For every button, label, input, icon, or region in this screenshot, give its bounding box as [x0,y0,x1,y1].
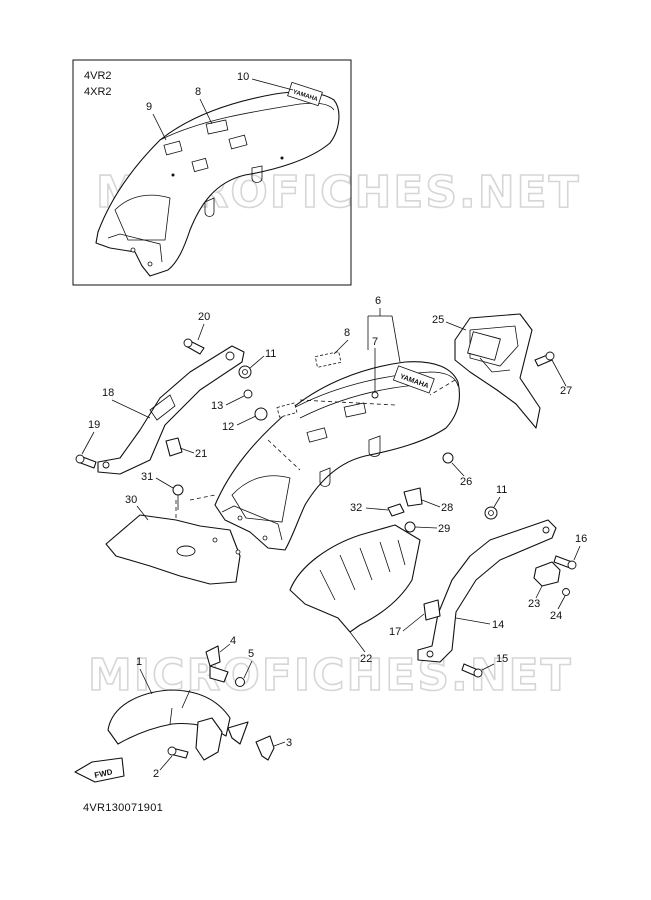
nut-5 [235,677,245,687]
callout-19: 19 [88,419,100,431]
bracket-21 [165,437,183,457]
callout-29: 29 [438,523,450,535]
callout-25: 25 [432,314,444,326]
nut-26 [442,452,454,464]
bolt-20 [183,338,205,355]
callout-32: 32 [350,502,362,514]
callout-13: 13 [211,400,223,412]
callout-5: 5 [248,648,254,660]
callout-labels: 6 7 8 25 27 20 11 18 13 12 19 21 31 30 2… [81,295,587,780]
bolt-29 [404,521,416,533]
callout-8: 8 [344,327,350,339]
callout-27: 27 [560,385,572,397]
collar-11-left [238,365,252,379]
inset-model-1: 4VR2 [84,70,112,82]
callout-11-left: 11 [265,348,276,360]
callout-11-right: 11 [496,484,507,496]
callout-10-inset: 10 [237,71,249,83]
inset-rear-fender: YAMAHA [95,81,340,277]
front-fender [107,689,249,761]
callout-30: 30 [125,494,137,506]
callout-28: 28 [441,502,453,514]
screw-24 [562,588,570,596]
callout-21: 21 [195,448,207,460]
bolt-19 [75,454,97,469]
tail-light-guide [429,379,456,396]
left-fender-stay [97,345,245,475]
callout-16: 16 [575,533,587,545]
mud-flap [289,524,421,633]
callout-6: 6 [375,295,381,307]
callout-17: 17 [389,626,401,638]
diagram-code: 4VR130071901 [83,802,164,814]
screw-31 [172,484,184,510]
front-fender-bracket-4 [205,645,229,683]
callout-4: 4 [230,635,236,647]
callout-15: 15 [496,653,508,665]
plate-guide [175,494,216,518]
callout-14: 14 [492,619,504,631]
bolt-27 [534,351,555,367]
callout-23: 23 [528,598,540,610]
washer-13 [243,389,253,399]
callout-18: 18 [102,387,114,399]
bolt-16 [553,555,577,570]
callout-1: 1 [136,656,142,668]
inset-variant-box: 4VR2 4XR2 YAMAHA 9 8 10 [72,59,352,286]
fwd-label: FWD [94,767,114,780]
callout-7: 7 [372,336,378,348]
callout-22: 22 [360,653,372,665]
reflector-23 [533,561,561,587]
bracket-17 [423,599,441,621]
grommet-12 [254,407,268,421]
right-fender-stay [417,519,557,663]
callout-26: 26 [460,476,472,488]
inset-model-2: 4XR2 [84,86,112,98]
fwd-arrow-icon: FWD [74,757,125,783]
callout-31: 31 [141,471,153,483]
callout-8-inset: 8 [195,86,201,98]
callout-12: 12 [222,421,234,433]
bolt-2 [167,746,189,759]
nut-32 [387,503,405,517]
bolt-15 [461,663,483,678]
callout-2: 2 [153,768,159,780]
callout-9-inset: 9 [146,101,152,113]
callout-20: 20 [198,311,210,323]
callout-3: 3 [286,737,292,749]
rear-fender-assembly: YAMAHA [214,351,461,551]
bracket-28 [403,487,423,507]
tail-light-assembly [454,313,541,429]
collar-11-right [484,506,498,520]
license-plate-bracket [105,514,241,585]
callout-24: 24 [550,610,562,622]
clip-3 [255,735,275,761]
